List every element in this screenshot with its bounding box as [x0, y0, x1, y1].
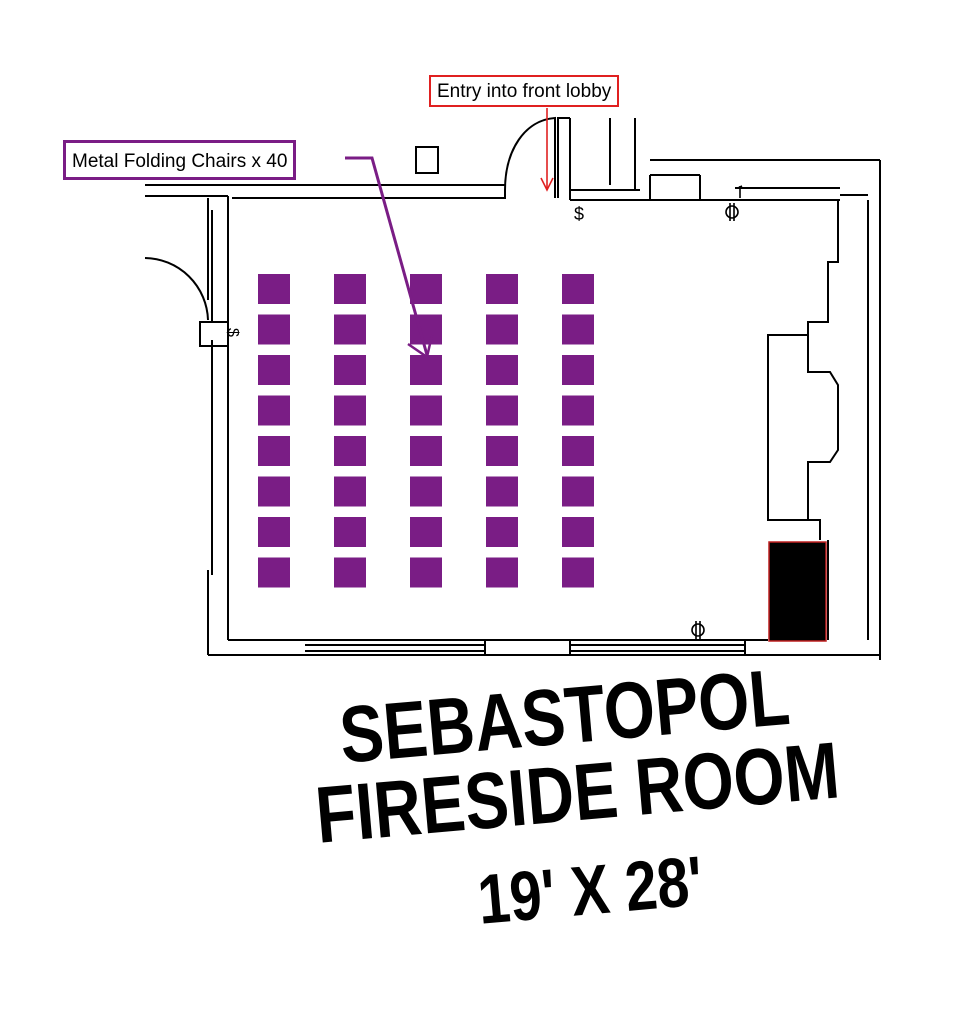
chair	[486, 476, 518, 507]
chair	[334, 476, 366, 507]
chair	[334, 274, 366, 304]
chair	[410, 436, 442, 466]
switch-symbol-top: $	[574, 204, 584, 224]
chair	[562, 476, 594, 507]
chair	[486, 557, 518, 588]
chair	[562, 314, 594, 345]
switch-symbol-left: $	[224, 328, 241, 337]
chair	[486, 395, 518, 426]
chair	[562, 436, 594, 466]
chair	[410, 355, 442, 385]
chair	[410, 476, 442, 507]
entry-arrow	[540, 108, 554, 192]
chair	[562, 557, 594, 588]
chair	[258, 314, 290, 345]
chair	[410, 557, 442, 588]
outlet-top-icon	[725, 205, 739, 219]
chair	[562, 355, 594, 385]
chair	[258, 436, 290, 466]
chair	[258, 274, 290, 304]
chairs-grid	[258, 274, 594, 588]
chair	[486, 274, 518, 304]
outlet-bottom-icon	[691, 623, 705, 637]
entry-callout: Entry into front lobby	[429, 75, 620, 107]
fireplace-block	[768, 541, 827, 642]
chair	[410, 517, 442, 547]
room-walls	[144, 116, 881, 660]
chair	[334, 557, 366, 588]
chair	[334, 517, 366, 547]
chairs-callout: Metal Folding Chairs x 40	[63, 140, 297, 180]
chair	[258, 476, 290, 507]
chair	[258, 517, 290, 547]
chair	[334, 436, 366, 466]
chair	[486, 314, 518, 345]
chair	[486, 355, 518, 385]
chair	[562, 517, 594, 547]
chair	[486, 436, 518, 466]
outlet-symbols	[691, 185, 743, 640]
chair	[562, 274, 594, 304]
chair	[410, 395, 442, 426]
chair	[334, 395, 366, 426]
chairs-arrow	[345, 156, 434, 360]
chair	[258, 395, 290, 426]
chair	[258, 557, 290, 588]
chair	[562, 395, 594, 426]
chair	[410, 314, 442, 345]
chair	[334, 355, 366, 385]
chair	[334, 314, 366, 345]
chair	[258, 355, 290, 385]
chair	[410, 274, 442, 304]
chair	[486, 517, 518, 547]
